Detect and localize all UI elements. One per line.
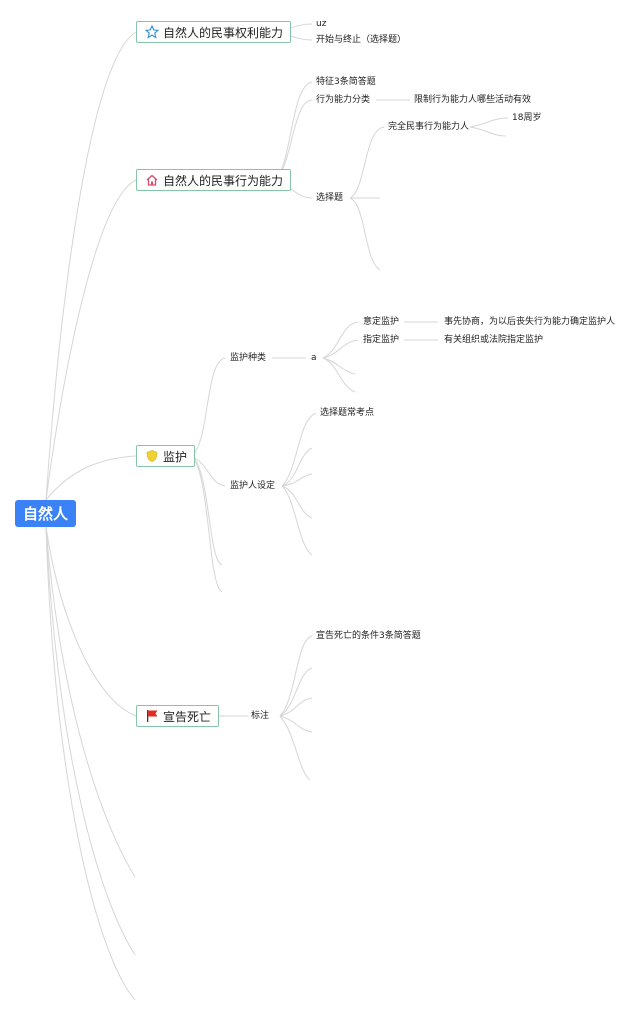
node-appointed-detail[interactable]: 有关组织或法院指定监护 [444,335,544,345]
node-age[interactable]: 18周岁 [512,113,542,123]
node-guardian-setting[interactable]: 监护人设定 [230,481,276,491]
node-guardianship-types[interactable]: 监护种类 [230,353,267,363]
node-note[interactable]: 标注 [251,711,270,721]
node-appointed-guardianship[interactable]: 指定监护 [363,335,400,345]
branch-civil-conduct[interactable]: 自然人的民事行为能力 [136,169,292,191]
home-icon [145,173,159,187]
node-features[interactable]: 特征3条简答题 [316,77,376,87]
branch-guardianship[interactable]: 监护 [136,445,196,467]
flag-icon [145,709,159,723]
node-start-end[interactable]: 开始与终止（选择题） [316,35,407,45]
branch-label: 监护 [163,449,188,464]
branch-label: 自然人的民事权利能力 [163,25,284,40]
node-uz[interactable]: uz [316,19,327,29]
node-voluntary-detail[interactable]: 事先协商，为以后丧失行为能力确定监护人 [444,317,616,327]
node-choice-points[interactable]: 选择题常考点 [320,408,375,418]
shield-icon [145,449,159,463]
branch-civil-rights[interactable]: 自然人的民事权利能力 [136,21,292,43]
root-node[interactable]: 自然人 [15,500,76,527]
node-voluntary-guardianship[interactable]: 意定监护 [363,317,400,327]
root-label: 自然人 [22,505,68,523]
node-death-conditions[interactable]: 宣告死亡的条件3条简答题 [316,631,421,641]
node-a[interactable]: a [311,353,317,363]
branch-label: 宣告死亡 [163,709,212,724]
node-classification[interactable]: 行为能力分类 [316,95,371,105]
node-limited-capacity[interactable]: 限制行为能力人哪些活动有效 [414,95,532,105]
branch-declaration-of-death[interactable]: 宣告死亡 [136,705,220,727]
node-full-capacity[interactable]: 完全民事行为能力人 [388,122,470,132]
branch-label: 自然人的民事行为能力 [163,173,284,188]
star-icon [145,25,159,39]
node-choice[interactable]: 选择题 [316,193,344,203]
